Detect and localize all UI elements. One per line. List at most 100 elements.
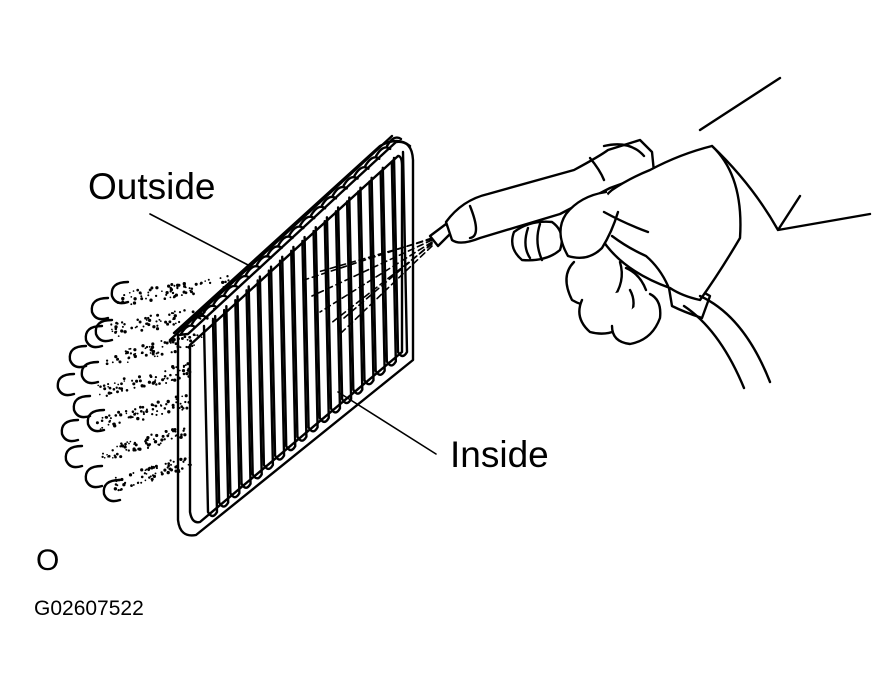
dust-particle xyxy=(186,338,189,341)
dust-particle xyxy=(168,320,172,324)
dust-particle xyxy=(172,316,176,320)
filter-pleat-tip xyxy=(374,146,392,158)
dust-particle xyxy=(161,345,164,348)
dust-particle xyxy=(184,364,187,367)
filter-pleat-tip xyxy=(353,166,370,177)
finger-little xyxy=(610,292,662,346)
dust-particle xyxy=(95,421,99,425)
dust-particle xyxy=(171,378,174,381)
dust-particle xyxy=(191,310,195,314)
dust-particle xyxy=(101,416,104,419)
dust-particle xyxy=(139,409,143,413)
dust-particle xyxy=(131,410,135,413)
dust-particle xyxy=(127,416,130,419)
dust-particle xyxy=(179,457,183,462)
dust-particle xyxy=(153,440,158,444)
dust-particle xyxy=(168,433,170,435)
dust-particle xyxy=(140,481,143,484)
dust-particle xyxy=(141,344,145,348)
dust-particle xyxy=(100,419,104,423)
dust-particle xyxy=(152,325,156,329)
dust-particle xyxy=(99,428,102,430)
dust-particle xyxy=(150,403,154,407)
filter-pleat xyxy=(370,170,386,376)
dust-particle xyxy=(120,329,124,333)
dust-particle xyxy=(190,287,194,291)
filter-pleat xyxy=(314,219,330,424)
dust-particle xyxy=(155,383,158,386)
filter-pleat-tip xyxy=(179,324,197,336)
dust-particle xyxy=(164,430,167,433)
dust-particle xyxy=(146,443,151,447)
dust-particle xyxy=(147,291,150,294)
dust-particle xyxy=(117,335,120,337)
dust-particle xyxy=(196,314,200,317)
filter-pleat xyxy=(258,269,275,471)
dust-particle xyxy=(149,298,153,302)
dust-particle xyxy=(175,398,178,401)
dust-particle xyxy=(149,352,152,354)
filter-pleat xyxy=(236,289,252,489)
dust-particle xyxy=(133,297,137,301)
dust-particle xyxy=(122,377,126,381)
dust-particle xyxy=(152,465,156,469)
dust-particle xyxy=(173,378,177,382)
dust-particle xyxy=(151,342,155,346)
filter-pleat xyxy=(381,160,398,367)
filter-pleat-tip xyxy=(342,175,359,187)
dust-particle xyxy=(99,385,102,388)
filter-pleat xyxy=(247,279,263,480)
dust-particle xyxy=(148,466,151,470)
dust-particle xyxy=(124,410,128,413)
dust-particle xyxy=(166,377,169,380)
dust-particle xyxy=(125,350,130,355)
filter-pleat-tip xyxy=(385,136,403,148)
dust-particle xyxy=(126,361,129,364)
dust-particle xyxy=(175,464,179,468)
dust-particle xyxy=(163,468,167,472)
dust-particle xyxy=(178,407,181,409)
dust-particle xyxy=(116,301,120,304)
dust-particle xyxy=(129,415,133,419)
dust-particle xyxy=(182,461,185,463)
dust-particle xyxy=(200,312,203,315)
dust-particle xyxy=(149,374,152,377)
dust-particle xyxy=(144,316,147,320)
dust-particle xyxy=(180,433,183,436)
dust-particle xyxy=(145,318,148,321)
dust-particle xyxy=(108,414,111,417)
dust-particle xyxy=(172,460,175,463)
dust-puff xyxy=(56,372,76,397)
dust-particle xyxy=(176,287,179,290)
dust-particle xyxy=(160,438,164,442)
dust-particle xyxy=(125,412,128,415)
dust-particle xyxy=(141,418,145,421)
dust-particle xyxy=(117,410,121,414)
dust-particle xyxy=(159,320,162,322)
filter-pleat-tip xyxy=(244,264,262,276)
dust-particle xyxy=(112,457,114,459)
dust-particle xyxy=(133,441,137,445)
dust-particle xyxy=(173,429,176,433)
air-filter xyxy=(168,134,415,537)
dust-particle xyxy=(163,438,166,441)
dust-particle xyxy=(176,344,180,349)
dust-particle xyxy=(167,462,171,465)
dust-particle xyxy=(192,292,195,296)
dust-particle xyxy=(177,470,181,473)
dust-particle xyxy=(106,453,108,456)
dust-particle xyxy=(113,382,116,384)
dust-particle xyxy=(115,480,118,483)
dust-particle xyxy=(183,335,187,339)
dust-particle xyxy=(189,339,193,343)
dust-particle xyxy=(194,334,196,337)
dust-particle xyxy=(166,470,170,475)
dust-particle xyxy=(168,313,171,316)
dust-particle xyxy=(200,281,203,285)
dust-particle xyxy=(111,330,114,333)
filter-pleat-tip xyxy=(309,205,327,217)
filter-pleat xyxy=(303,229,319,433)
finger-index xyxy=(559,190,620,259)
dust-particle xyxy=(170,437,173,440)
dust-particle xyxy=(200,309,203,312)
